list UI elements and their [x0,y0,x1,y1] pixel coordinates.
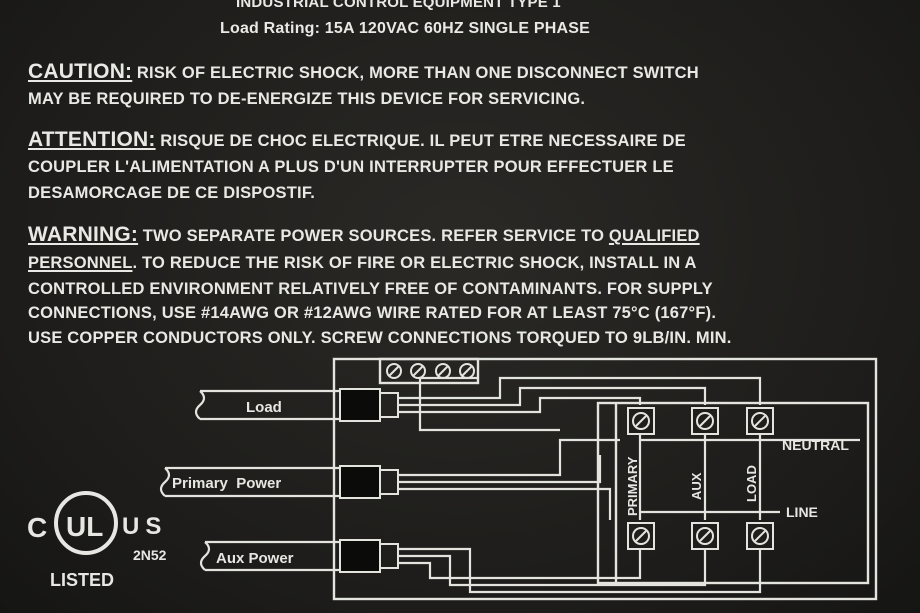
warning-line-2: PERSONNEL. TO REDUCE THE RISK OF FIRE OR… [28,254,697,273]
terminal-frame [596,401,870,585]
column-label-load: LOAD [744,465,759,502]
attention-line-2: COUPLER L'ALIMENTATION A PLUS D'UN INTER… [28,158,674,176]
warning-text-1b: QUALIFIED [608,227,700,245]
caution-line-1: CAUTION: RISK OF ELECTRIC SHOCK, MORE TH… [28,60,699,84]
load-rating: Load Rating: 15A 120VAC 60HZ SINGLE PHAS… [220,20,591,37]
input-label-load: Load [246,399,282,416]
row-label-neutral: NEUTRAL [782,437,849,453]
warning-line-4: CONNECTIONS, USE #14AWG OR #12AWG WIRE R… [28,304,717,322]
warning-line-5: USE COPPER CONDUCTORS ONLY. SCREW CONNEC… [28,329,732,347]
caution-keyword: CAUTION: [28,60,133,83]
ul-mark-center: UL [66,511,103,542]
ul-mark-c: C [27,512,47,543]
internal-wiring [398,376,860,594]
warning-text-1a: TWO SEPARATE POWER SOURCES. REFER SERVIC… [142,227,609,245]
caution-text-1: RISK OF ELECTRIC SHOCK, MORE THAN ONE DI… [136,64,699,82]
relay-blocks [339,388,399,573]
column-label-aux: AUX [689,472,704,500]
warning-keyword: WARNING: [28,223,139,246]
top-screws [386,363,475,379]
ul-listed-text: LISTED [50,570,114,590]
caution-line-2: MAY BE REQUIRED TO DE-ENERGIZE THIS DEVI… [28,90,586,108]
top-terminal-strip [378,357,480,385]
ul-mark-us: US [122,513,167,540]
input-leads [159,389,340,572]
row-label-line: LINE [786,504,818,520]
ul-file-code: 2N52 [133,547,167,563]
input-label-primary-power: Primary Power [172,475,281,492]
enclosure-outline [332,357,878,601]
input-label-aux-power: Aux Power [216,550,294,567]
attention-keyword: ATTENTION: [28,128,156,151]
frame-terminals [627,407,774,550]
attention-line-1: ATTENTION: RISQUE DE CHOC ELECTRIQUE. IL… [28,128,686,152]
warning-line-1: WARNING: TWO SEPARATE POWER SOURCES. REF… [28,223,700,247]
attention-line-3: DESAMORCAGE DE CE DISPOSTIF. [28,184,316,202]
column-label-primary: PRIMARY [625,456,640,516]
header-title: INDUSTRIAL CONTROL EQUIPMENT TYPE 1 [236,0,561,11]
ul-listing-mark: C UL US 2N52 LISTED [27,491,167,590]
warning-text-2b: . TO REDUCE THE RISK OF FIRE OR ELECTRIC… [132,254,697,272]
attention-text-1: RISQUE DE CHOC ELECTRIQUE. IL PEUT ETRE … [160,132,686,150]
warning-line-3: CONTROLLED ENVIRONMENT RELATIVELY FREE O… [28,280,713,298]
warning-text-2a: PERSONNEL [28,254,133,272]
